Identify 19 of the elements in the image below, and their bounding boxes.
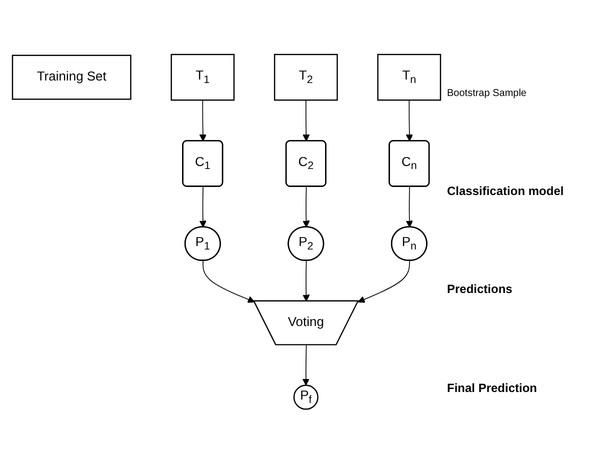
arrow	[302, 260, 310, 302]
node-box: T$_{1}$	[170, 54, 235, 100]
arrow	[199, 186, 206, 228]
node-box: T$_{n}$	[377, 54, 442, 100]
arrow	[302, 186, 310, 228]
arrow	[358, 260, 410, 303]
node-circle: P$_{f}$	[293, 384, 318, 410]
node-box: T$_{2}$	[274, 54, 338, 100]
node-box: Training Set	[12, 54, 132, 100]
arrow	[199, 99, 206, 142]
row-label: Classification model	[447, 184, 565, 198]
arrow	[302, 344, 310, 386]
row-label: Predictions	[447, 282, 514, 296]
row-label: Final Prediction	[447, 380, 538, 395]
arrow	[302, 99, 310, 142]
row-label: Bootstrap Sample	[447, 88, 528, 100]
arrow	[202, 260, 255, 303]
arrow	[406, 99, 414, 142]
arrow	[406, 186, 414, 228]
